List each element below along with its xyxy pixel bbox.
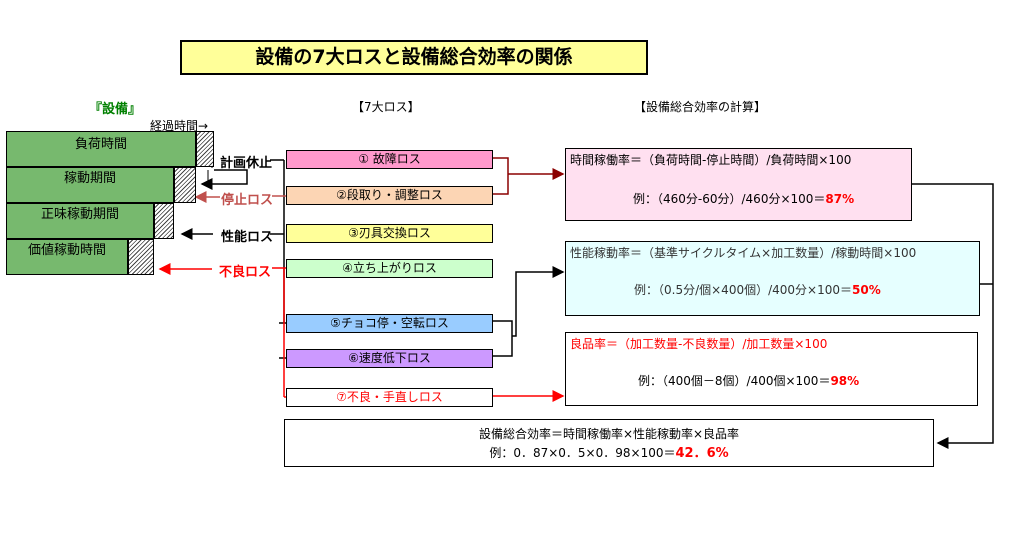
overall-result: 42．6% [675,446,729,461]
loss-startup: ④立ち上がりロス [286,259,493,278]
stop-loss-hatch [174,167,196,203]
performance-result: 50% [852,283,881,297]
loss-tool-change: ③刃具交換ロス [286,224,493,243]
quality-example: 例：（400個－8個）/400個×100＝98% [638,374,860,388]
quality-calc-box: 良品率＝（加工数量-不良数量）/加工数量×100 例：（400個－8個）/400… [565,332,978,406]
operating-time-label: 稼動期間 [63,171,116,186]
stop-loss-label: 停止ロス [221,193,274,208]
load-time-bar: 負荷時間 [6,131,196,167]
loss-speed-reduction: ⑥速度低下ロス [286,349,493,368]
net-operating-time-bar: 正味稼動期間 [6,203,154,239]
planned-stop-label: 計画休止 [220,156,273,171]
quality-formula: 良品率＝（加工数量-不良数量）/加工数量×100 [570,337,828,351]
performance-loss-hatch [154,203,174,239]
page-title: 設備の7大ロスと設備総合効率の関係 [180,40,648,75]
equipment-header: 『設備』 [89,102,142,117]
availability-calc-box: 時間稼働率＝（負荷時間-停止時間）/負荷時間×100 例：（460分-60分）/… [565,148,912,221]
performance-formula: 性能稼動率＝（基準サイクルタイム×加工数量）/稼動時間×100 [570,246,917,260]
operating-time-bar: 稼動期間 [6,167,174,203]
availability-result: 87% [825,192,855,206]
overall-example: 例：0．87×0．5×0．98×100＝42．6% [489,446,729,461]
performance-example: 例：（0.5分/個×400個）/400分×100＝50% [634,283,881,297]
value-operating-time-bar: 価値稼動時間 [6,239,128,275]
net-operating-time-label: 正味稼動期間 [40,207,119,222]
load-time-label: 負荷時間 [74,137,127,152]
performance-loss-label: 性能ロス [221,230,274,245]
availability-formula: 時間稼働率＝（負荷時間-停止時間）/負荷時間×100 [570,153,852,167]
defect-loss-hatch [128,239,154,275]
loss-breakdown: ① 故障ロス [286,150,493,169]
loss-defect-rework: ⑦不良・手直しロス [286,388,493,407]
overall-arrow [912,183,994,449]
value-operating-time-label: 価値稼動時間 [27,243,106,258]
seven-losses-header: 【7大ロス】 [352,100,420,114]
calculation-header: 【設備総合効率の計算】 [634,100,767,114]
performance-arrow [512,266,565,337]
availability-example: 例：（460分-60分）/460分×100＝87% [633,192,855,206]
planned-stop-hatch [196,131,214,167]
elapsed-time-label: 経過時間→ [150,119,209,133]
loss-minor-stop-idling: ⑤チョコ停・空転ロス [286,314,493,333]
overall-efficiency-box: 設備総合効率＝時間稼働率×性能稼動率×良品率 例：0．87×0．5×0．98×1… [284,419,934,467]
quality-result: 98% [830,374,860,388]
planned-stop-arrow [200,169,248,190]
performance-calc-box: 性能稼動率＝（基準サイクルタイム×加工数量）/稼動時間×100 例：（0.5分/… [565,241,980,316]
loss-setup-adjustment: ②段取り・調整ロス [286,186,493,205]
overall-formula: 設備総合効率＝時間稼働率×性能稼動率×良品率 [478,427,740,441]
defect-loss-label: 不良ロス [219,265,272,280]
